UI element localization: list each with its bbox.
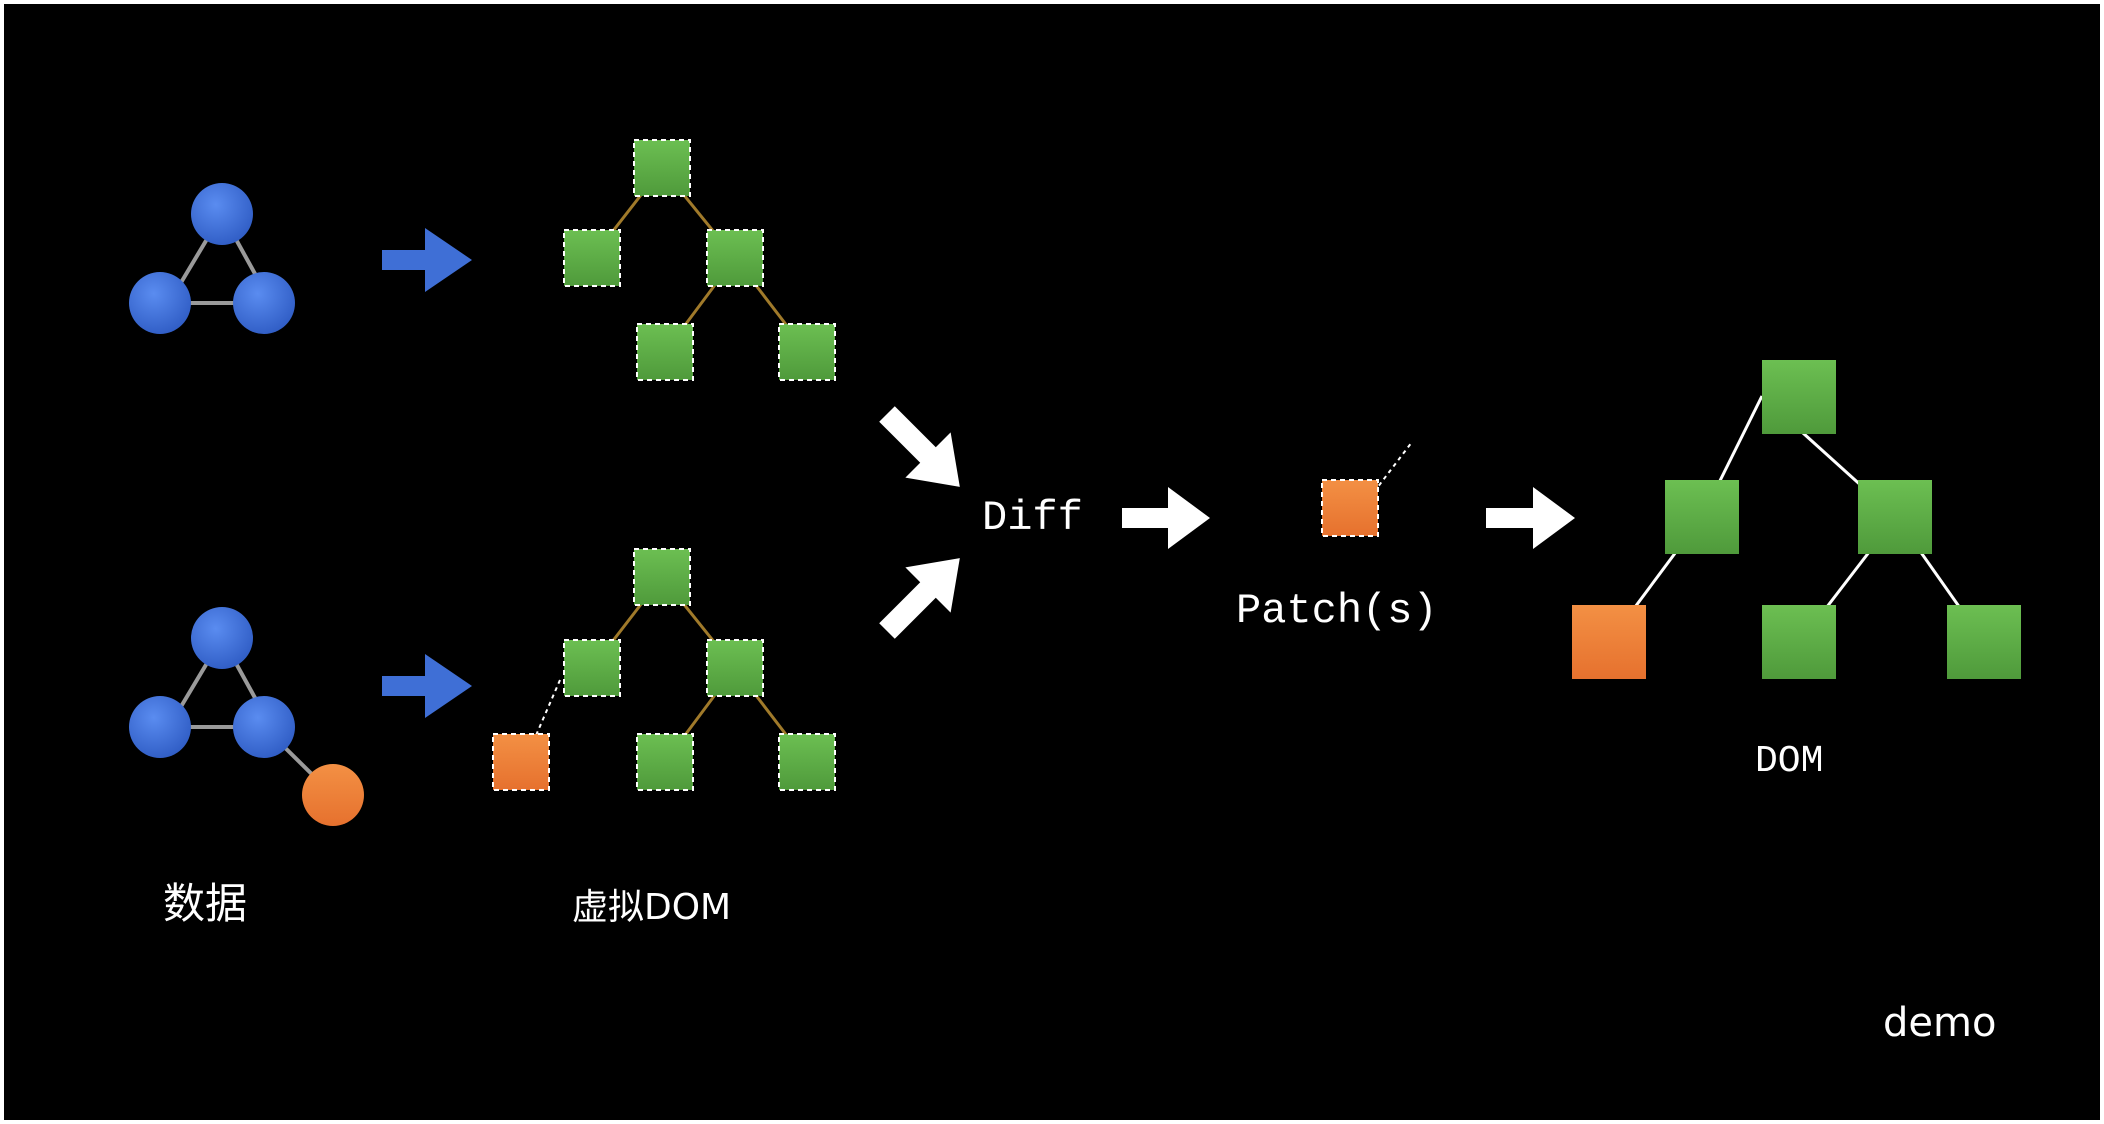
patch-node — [1321, 441, 1413, 537]
virtual-dom-label: 虚拟DOM — [572, 887, 732, 928]
data-node — [129, 272, 191, 334]
arrow-diagonal-icon — [879, 558, 960, 639]
vnode — [636, 733, 694, 791]
vnode — [706, 229, 764, 287]
data-node — [233, 696, 295, 758]
data-graph-original — [129, 183, 295, 334]
dom-node-added — [1572, 605, 1646, 679]
vnode-added — [492, 733, 550, 791]
data-label: 数据 — [163, 879, 248, 928]
data-graph-updated — [129, 607, 364, 826]
dom-node — [1947, 605, 2021, 679]
dom-node — [1858, 480, 1932, 554]
arrow-right-icon — [382, 228, 472, 292]
data-node — [233, 272, 295, 334]
vnode — [633, 548, 691, 606]
patch-edge — [1373, 441, 1413, 493]
dom-label: DOM — [1755, 740, 1824, 783]
dom-tree — [1572, 360, 2021, 679]
arrow-diagonal-icon — [879, 406, 960, 487]
virtual-dom-tree-updated — [492, 548, 836, 791]
data-node — [191, 607, 253, 669]
vnode — [636, 323, 694, 381]
diff-label: Diff — [982, 494, 1083, 542]
background-panel — [4, 4, 2100, 1120]
vnode — [633, 139, 691, 197]
vnode — [563, 229, 621, 287]
vnode — [778, 733, 836, 791]
dom-node — [1762, 360, 1836, 434]
vnode — [563, 639, 621, 697]
data-node-added — [302, 764, 364, 826]
demo-label: demo — [1883, 1000, 1997, 1046]
arrow-right-icon — [382, 654, 472, 718]
vnode — [778, 323, 836, 381]
data-node — [191, 183, 253, 245]
virtual-dom-tree-original — [563, 139, 836, 381]
patch-square — [1321, 479, 1379, 537]
patches-label: Patch(s) — [1236, 587, 1438, 635]
vnode — [706, 639, 764, 697]
data-node — [129, 696, 191, 758]
dom-node — [1665, 480, 1739, 554]
arrow-right-icon — [1486, 487, 1575, 549]
dom-node — [1762, 605, 1836, 679]
arrow-right-icon — [1122, 487, 1210, 549]
tree-edge-new — [533, 679, 561, 741]
